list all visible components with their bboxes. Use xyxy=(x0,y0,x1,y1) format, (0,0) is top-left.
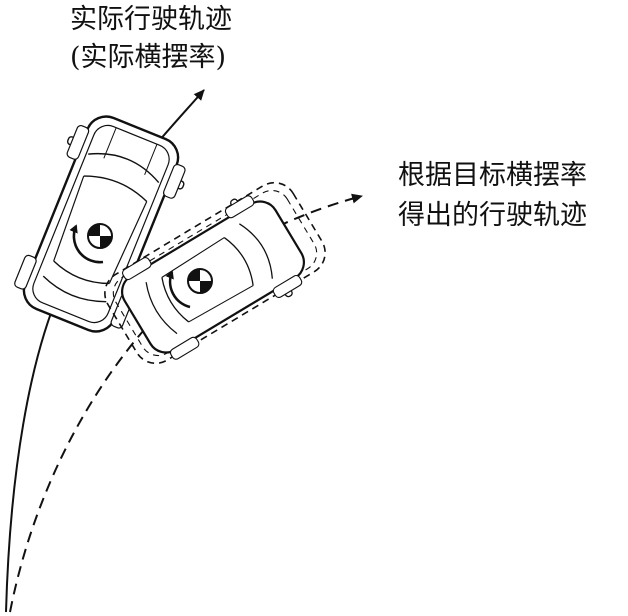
center-of-gravity-marker-icon xyxy=(87,223,113,249)
car-top-view-dashed-icon xyxy=(104,181,326,365)
target-trajectory-line xyxy=(9,193,363,613)
target-yaw-rotation-arrow-icon xyxy=(165,270,191,309)
target-trajectory-label-2: 得出的行驶轨迹 xyxy=(398,200,587,231)
target-trajectory-label: 根据目标横摆率 xyxy=(398,160,587,191)
target-car-icon xyxy=(121,195,305,360)
target-center-of-gravity-marker-icon xyxy=(187,268,213,294)
actual-trajectory-label: 实际行驶轨迹 xyxy=(70,4,232,35)
actual-yaw-rate-label: (实际横摆率) xyxy=(70,42,227,73)
yaw-rotation-arrow-icon xyxy=(69,224,104,264)
